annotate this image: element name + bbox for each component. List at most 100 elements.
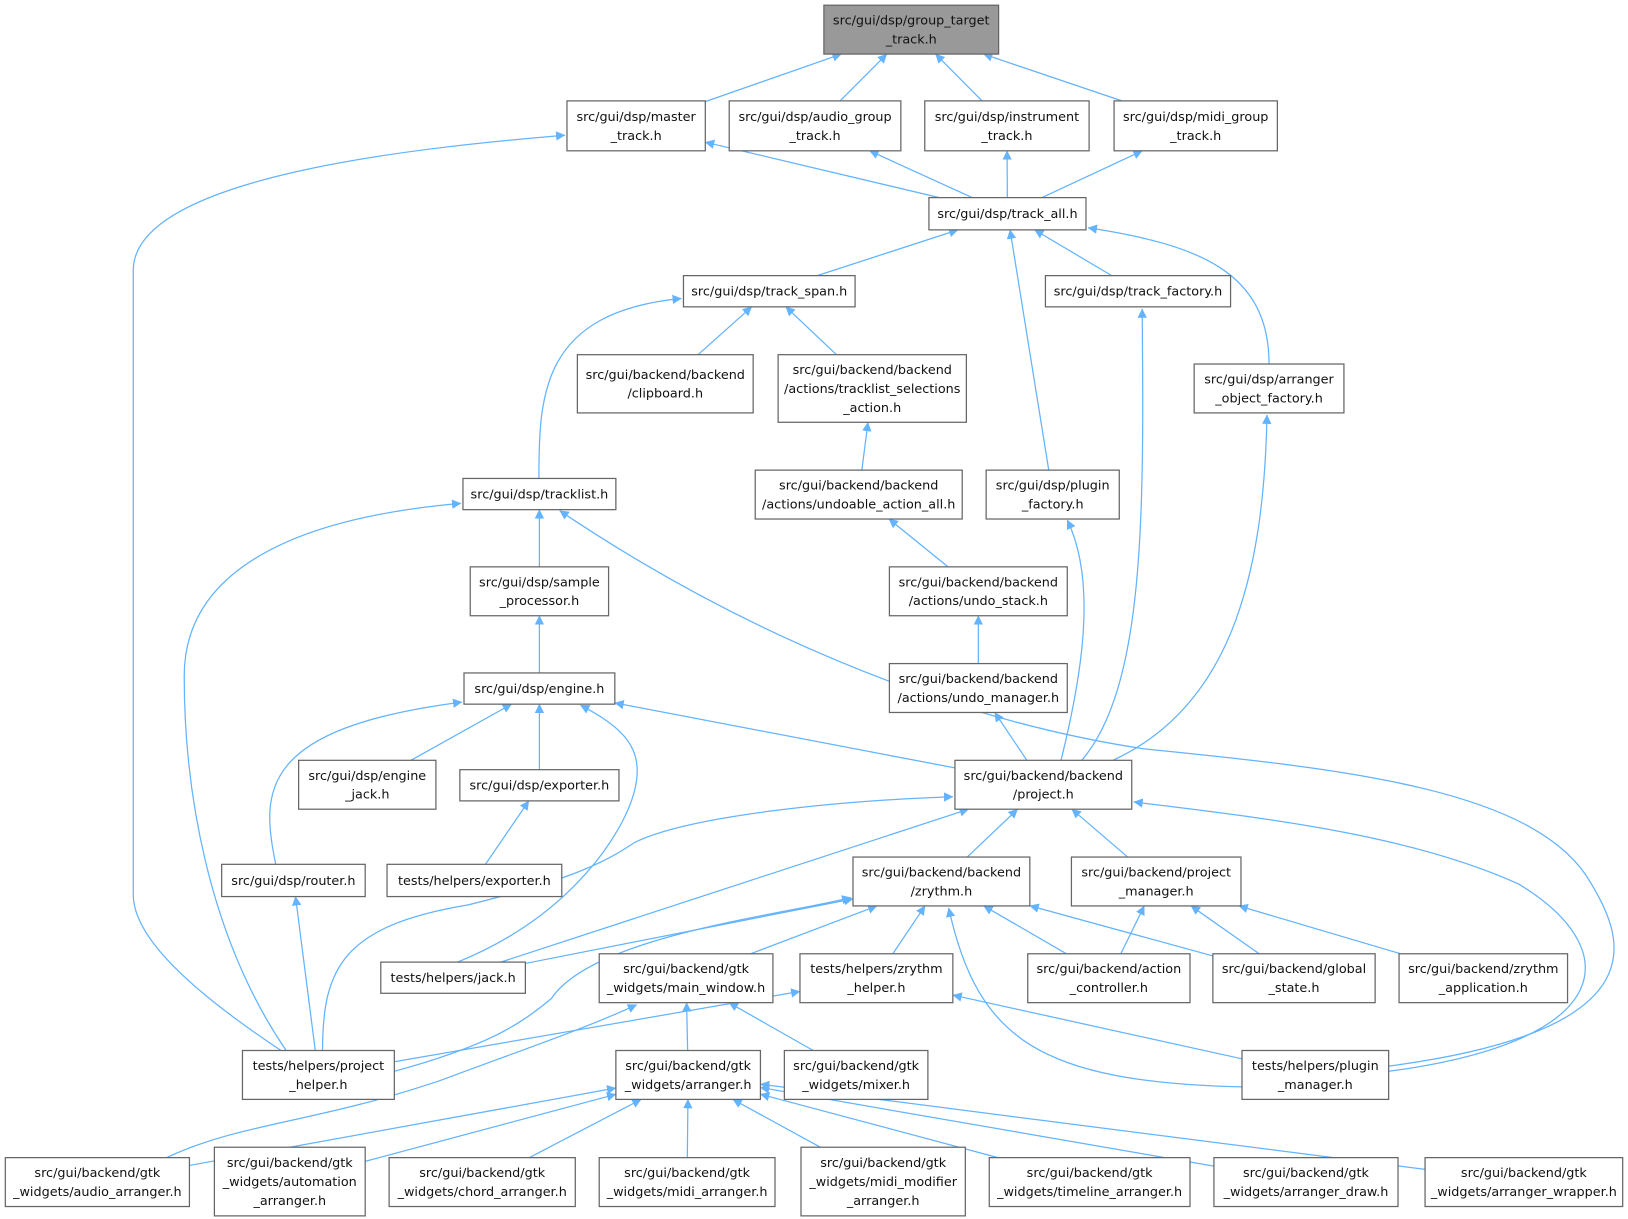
edge-project-to-undo-manager <box>994 712 1028 761</box>
node-group-target[interactable]: src/gui/dsp/group_target_track.h <box>823 4 1000 55</box>
node-box <box>388 1157 576 1208</box>
node-midi-arranger[interactable]: src/gui/backend/gtk_widgets/midi_arrange… <box>598 1157 776 1208</box>
node-label-line: src/gui/backend/gtk <box>623 962 749 977</box>
node-box <box>924 100 1090 152</box>
node-router[interactable]: src/gui/dsp/router.h <box>221 863 366 898</box>
node-undoable-action-all[interactable]: src/gui/backend/backend/actions/undoable… <box>754 469 963 520</box>
node-label-line: _track.h <box>788 129 840 144</box>
node-audio-group[interactable]: src/gui/dsp/audio_group _track.h <box>728 100 902 152</box>
node-label-line: _widgets/arranger.h <box>624 1078 752 1093</box>
node-box <box>241 1049 395 1101</box>
node-midi-modifier-arranger[interactable]: src/gui/backend/gtk_widgets/midi_modifie… <box>800 1146 966 1217</box>
node-label-line: src/gui/dsp/arranger <box>1204 372 1334 387</box>
edge-global-state-to-zrythm <box>1029 903 1214 957</box>
edge-plugin-manager-to-zrythm-helper <box>952 992 1243 1060</box>
node-label-line: src/gui/backend/gtk <box>1461 1166 1587 1181</box>
node-label-line: src/gui/dsp/engine <box>308 769 426 784</box>
node-undo-stack[interactable]: src/gui/backend/backend/actions/undo_sta… <box>888 566 1068 617</box>
node-tracklist[interactable]: src/gui/dsp/tracklist.h <box>462 477 617 511</box>
node-audio-arranger[interactable]: src/gui/backend/gtk_widgets/audio_arrang… <box>4 1157 191 1208</box>
node-engine[interactable]: src/gui/dsp/engine.h <box>463 672 616 705</box>
node-label-line: _jack.h <box>344 788 389 803</box>
node-box <box>1113 100 1278 152</box>
node-box <box>615 1049 762 1101</box>
node-label-line: src/gui/backend/backend <box>779 479 938 494</box>
edges-layer <box>132 52 1615 1171</box>
node-jack[interactable]: tests/helpers/jack.h <box>380 961 526 994</box>
edge-zrythm-helper-to-zrythm <box>892 905 926 955</box>
node-label-line: tests/helpers/jack.h <box>390 971 515 986</box>
edge-track-all-to-midi-group <box>1041 150 1143 199</box>
node-label-line: src/gui/backend/backend <box>586 368 745 383</box>
node-label-line: _object_factory.h <box>1214 391 1323 406</box>
node-box <box>463 672 616 705</box>
node-zrythm-helper[interactable]: tests/helpers/zrythm_helper.h <box>799 953 954 1004</box>
node-label-line: src/gui/dsp/track_factory.h <box>1054 285 1222 300</box>
node-box <box>1044 275 1232 308</box>
node-box <box>888 566 1068 617</box>
node-sample-processor[interactable]: src/gui/dsp/sample_processor.h <box>469 566 610 617</box>
edge-tests-exporter-to-exporter <box>484 800 530 865</box>
node-timeline-arranger[interactable]: src/gui/backend/gtk_widgets/timeline_arr… <box>988 1157 1191 1208</box>
node-midi-group[interactable]: src/gui/dsp/midi_group_track.h <box>1113 100 1278 152</box>
node-plugin-factory[interactable]: src/gui/dsp/plugin_factory.h <box>985 469 1120 520</box>
node-clipboard[interactable]: src/gui/backend/backend/clipboard.h <box>576 354 754 414</box>
node-label-line: src/gui/dsp/router.h <box>231 874 355 889</box>
node-label-line: src/gui/dsp/audio_group <box>738 110 891 125</box>
node-arranger-draw[interactable]: src/gui/backend/gtk_widgets/arranger_dra… <box>1213 1157 1399 1208</box>
node-box <box>462 477 617 511</box>
node-exporter[interactable]: src/gui/dsp/exporter.h <box>459 769 620 802</box>
node-label-line: _helper.h <box>288 1078 347 1093</box>
edge-plugin-manager-to-zrythm <box>946 907 1243 1088</box>
node-tests-exporter[interactable]: tests/helpers/exporter.h <box>386 863 563 898</box>
node-label-line: src/gui/backend/gtk <box>1243 1166 1369 1181</box>
node-label-line: _processor.h <box>499 594 580 609</box>
edge-plugin-manager-to-tracklist <box>559 510 1615 1067</box>
node-undo-manager[interactable]: src/gui/backend/backend/actions/undo_man… <box>888 662 1068 714</box>
node-label-line: src/gui/backend/gtk <box>625 1059 751 1074</box>
node-box <box>566 100 706 152</box>
edge-action-controller-to-zrythm <box>983 905 1067 955</box>
node-label-line: _arranger.h <box>252 1194 326 1209</box>
node-label-line: src/gui/backend/action <box>1037 962 1182 977</box>
node-project-helper[interactable]: tests/helpers/project _helper.h <box>241 1049 395 1101</box>
node-label-line: tests/helpers/project <box>253 1059 385 1074</box>
node-arranger-object-factory[interactable]: src/gui/dsp/arranger _object_factory.h <box>1193 363 1345 414</box>
node-label-line: _manager.h <box>1277 1078 1353 1093</box>
edge-project-helper-to-master <box>132 131 566 1052</box>
node-project[interactable]: src/gui/backend/backend/project.h <box>954 759 1133 810</box>
node-project-manager[interactable]: src/gui/backend/project_manager.h <box>1070 856 1242 907</box>
node-chord-arranger[interactable]: src/gui/backend/gtk_widgets/chord_arrang… <box>388 1157 576 1208</box>
node-box <box>1027 953 1191 1004</box>
node-master[interactable]: src/gui/dsp/master_track.h <box>566 100 706 152</box>
edge-clipboard-to-track-span <box>697 306 753 356</box>
node-mixer[interactable]: src/gui/backend/gtk_widgets/mixer.h <box>783 1049 929 1101</box>
node-global-state[interactable]: src/gui/backend/global_state.h <box>1212 953 1376 1004</box>
node-label-line: tests/helpers/plugin <box>1252 1059 1379 1074</box>
node-label-line: _widgets/midi_arranger.h <box>606 1185 768 1200</box>
node-zrythm[interactable]: src/gui/backend/backend/zrythm.h <box>852 856 1031 907</box>
node-zrythm-application[interactable]: src/gui/backend/zrythm_application.h <box>1398 953 1569 1004</box>
node-main-window[interactable]: src/gui/backend/gtk_widgets/main_window.… <box>598 953 774 1004</box>
node-label-line: /actions/undo_stack.h <box>909 594 1048 609</box>
node-label-line: _widgets/chord_arranger.h <box>397 1185 567 1200</box>
node-action-controller[interactable]: src/gui/backend/action_controller.h <box>1027 953 1191 1004</box>
node-label-line: _widgets/timeline_arranger.h <box>996 1185 1182 1200</box>
node-label-line: src/gui/backend/backend <box>899 575 1058 590</box>
node-tracklist-selections[interactable]: src/gui/backend/backend/actions/tracklis… <box>777 354 967 423</box>
node-label-line: /zrythm.h <box>911 884 973 899</box>
node-automation-arranger[interactable]: src/gui/backend/gtk_widgets/automation_a… <box>213 1146 366 1217</box>
node-track-factory[interactable]: src/gui/dsp/track_factory.h <box>1044 275 1232 308</box>
node-box <box>576 354 754 414</box>
node-arranger[interactable]: src/gui/backend/gtk _widgets/arranger.h <box>615 1049 762 1101</box>
node-arranger-wrapper[interactable]: src/gui/backend/gtk_widgets/arranger_wra… <box>1424 1157 1624 1208</box>
node-instrument[interactable]: src/gui/dsp/instrument_track.h <box>924 100 1090 152</box>
node-track-span[interactable]: src/gui/dsp/track_span.h <box>682 275 856 308</box>
node-plugin-manager[interactable]: tests/helpers/plugin _manager.h <box>1241 1049 1390 1101</box>
edge-zrythm-application-to-project-manager <box>1238 903 1401 955</box>
node-engine-jack[interactable]: src/gui/dsp/engine _jack.h <box>298 759 437 810</box>
node-box <box>1213 1157 1399 1208</box>
edge-arranger-draw-to-arranger <box>759 1084 1215 1167</box>
node-track-all[interactable]: src/gui/dsp/track_all.h <box>928 196 1087 231</box>
edge-project-helper-to-router <box>291 896 316 1051</box>
